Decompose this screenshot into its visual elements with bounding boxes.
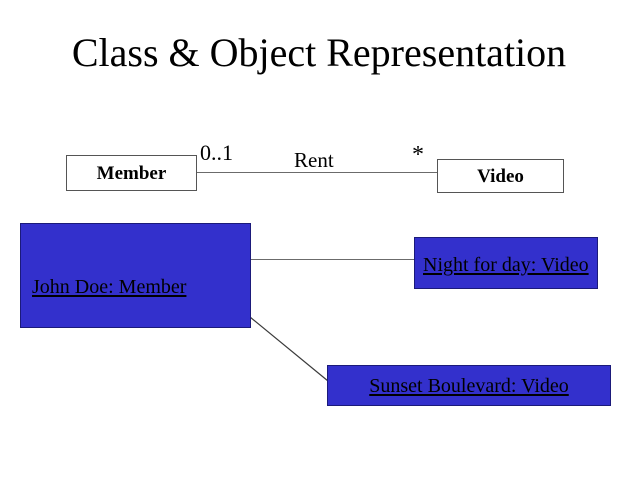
object-box-john-doe[interactable]: John Doe: Member	[20, 223, 251, 328]
association-label-rent: Rent	[294, 148, 334, 172]
association-line-member-video	[197, 172, 437, 173]
object-name-label: John Doe: Member	[32, 275, 187, 298]
link-line-john-doe-night-for-day	[251, 259, 414, 260]
object-box-sunset-boulevard[interactable]: Sunset Boulevard: Video	[327, 365, 611, 406]
link-line-john-doe-sunset-boulevard	[249, 316, 329, 382]
multiplicity-label-source: 0..1	[200, 140, 233, 165]
object-box-night-for-day[interactable]: Night for day: Video	[414, 237, 598, 289]
class-name-label: Video	[477, 165, 524, 187]
class-name-label: Member	[96, 162, 167, 184]
class-box-member[interactable]: Member	[66, 155, 197, 191]
class-box-video[interactable]: Video	[437, 159, 564, 193]
page-title: Class & Object Representation	[71, 30, 567, 75]
object-name-label: Night for day: Video	[423, 254, 589, 276]
object-name-label: Sunset Boulevard: Video	[369, 374, 569, 397]
multiplicity-label-target: *	[412, 142, 424, 168]
